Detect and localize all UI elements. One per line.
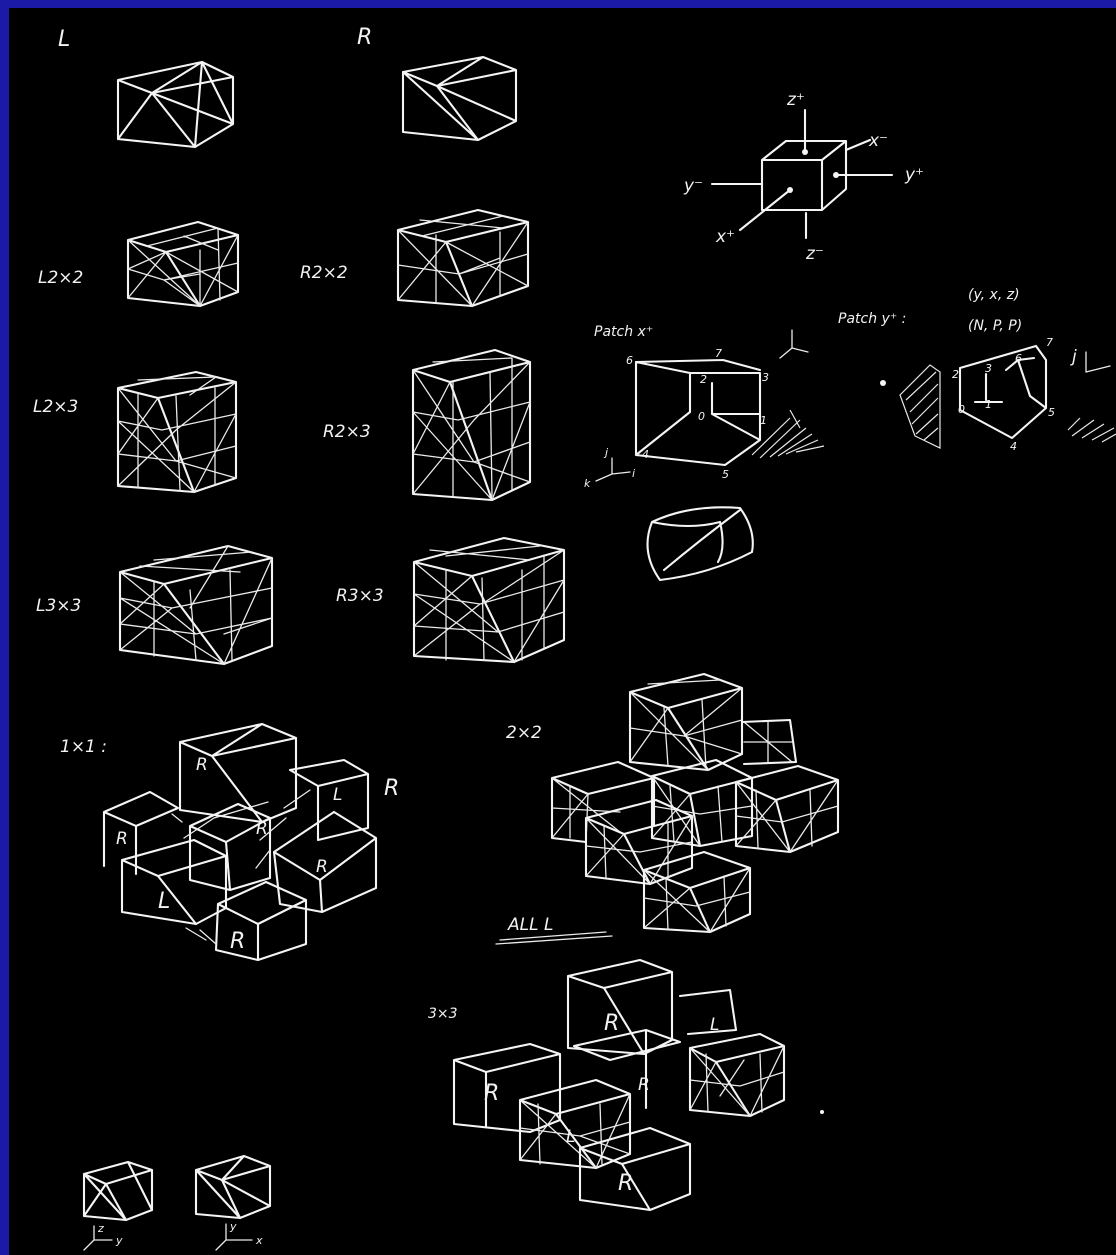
patch-x-node-2: 2 bbox=[700, 373, 707, 386]
label-3x3: 3×3 bbox=[428, 1006, 458, 1022]
label-2x2: 2×2 bbox=[506, 723, 542, 743]
patch-y-coords: (y, x, z) bbox=[968, 287, 1020, 303]
sketch-canvas: L R z⁺ z⁻ x⁻ x⁺ y⁻ y⁺ L2×2 R2×2 L2×3 bbox=[9, 8, 1116, 1255]
cube-r2x2 bbox=[398, 210, 528, 306]
patch-x-node-0: 0 bbox=[698, 410, 705, 423]
patch-y-node-0: 0 bbox=[958, 403, 965, 416]
tag-1x1-r-mid: R bbox=[256, 819, 268, 839]
label-l2x2: L2×2 bbox=[38, 268, 83, 288]
tag-1x1-r-top: R bbox=[196, 755, 208, 775]
label-1x1: 1×1 : bbox=[60, 737, 107, 757]
tag-r-1x1-outer: R bbox=[384, 776, 399, 801]
patch-x-node-1: 1 bbox=[760, 414, 767, 427]
patch-y-node-4: 4 bbox=[1010, 440, 1017, 453]
patch-y-node-2: 2 bbox=[952, 368, 959, 381]
patch-x-node-6: 6 bbox=[626, 354, 633, 367]
axis-y-plus: y⁺ bbox=[904, 165, 924, 185]
tag-1x1-l-bottom: L bbox=[158, 889, 170, 914]
header-right-label: R bbox=[357, 25, 372, 50]
cube-l2x3 bbox=[118, 372, 236, 492]
label-r2x3: R2×3 bbox=[323, 422, 371, 442]
patch-x-node-7: 7 bbox=[715, 347, 722, 360]
patch-y-axis-j: j bbox=[1070, 347, 1077, 367]
cube-l3x3 bbox=[120, 546, 272, 664]
axis-x-plus: x⁺ bbox=[715, 227, 735, 247]
patch-y-node-7: 7 bbox=[1046, 336, 1053, 349]
patch-y-node-5: 5 bbox=[1048, 406, 1055, 419]
label-l3x3: L3×3 bbox=[36, 596, 81, 616]
assembly-2x2 bbox=[552, 674, 838, 932]
tag-3x3-r-left: R bbox=[484, 1081, 499, 1106]
patch-y-signs: (N, P, P) bbox=[968, 318, 1022, 334]
small-left-axis-up: z bbox=[97, 1222, 104, 1235]
axis-y-minus: y⁻ bbox=[683, 176, 703, 196]
cube-r-top bbox=[403, 57, 516, 140]
small-right-axis-up: y bbox=[229, 1220, 237, 1233]
small-right-axis-right: x bbox=[255, 1234, 263, 1247]
patch-x-node-3: 3 bbox=[762, 371, 769, 384]
patch-x-node-5: 5 bbox=[722, 468, 729, 481]
patch-x-title: Patch x⁺ bbox=[594, 324, 653, 340]
axis-z-plus: z⁺ bbox=[786, 90, 805, 110]
patch-y-node-3: 3 bbox=[985, 362, 992, 375]
label-l2x3: L2×3 bbox=[33, 397, 78, 417]
label-r3x3: R3×3 bbox=[336, 586, 384, 606]
patch-x-axis-i: i bbox=[632, 467, 635, 480]
tag-1x1-r-left: R bbox=[116, 829, 128, 849]
small-cube-right: y x bbox=[196, 1156, 270, 1250]
tag-3x3-r-mid: R bbox=[638, 1075, 650, 1095]
patch-y-diagram: 2 3 6 7 0 1 5 4 j bbox=[880, 336, 1116, 453]
patch-y-title: Patch y⁺ : bbox=[838, 311, 906, 327]
tag-3x3-l-right: L bbox=[710, 1015, 719, 1035]
tag-3x3-r-bottom: R bbox=[618, 1171, 633, 1196]
tag-3x3-r-top: R bbox=[604, 1011, 619, 1036]
assembly-3x3: R L R L R R bbox=[454, 960, 784, 1210]
patch-y-node-6: 6 bbox=[1015, 352, 1022, 365]
tag-1x1-r-bottom: R bbox=[230, 929, 245, 954]
patch-x-axis-k: k bbox=[584, 477, 591, 490]
header-left-label: L bbox=[58, 27, 70, 52]
tag-1x1-r-right: R bbox=[316, 857, 328, 877]
patch-x-axis-j: j bbox=[603, 446, 609, 459]
small-cube-left: z y bbox=[84, 1162, 152, 1250]
tag-1x1-l-right: L bbox=[333, 785, 342, 805]
patch-y-node-1: 1 bbox=[985, 398, 992, 411]
stray-dot bbox=[820, 1110, 824, 1114]
patch-x-node-4: 4 bbox=[642, 448, 649, 461]
cube-r2x3 bbox=[413, 350, 530, 500]
label-r2x2: R2×2 bbox=[300, 263, 348, 283]
axis-x-minus: x⁻ bbox=[868, 131, 888, 151]
rounded-cube-sketch bbox=[648, 507, 753, 580]
small-left-axis-right: y bbox=[115, 1234, 123, 1247]
label-all-l: ALL L bbox=[507, 915, 553, 935]
tag-3x3-l-center: L bbox=[566, 1127, 575, 1147]
assembly-1x1: R R L R R L R bbox=[104, 724, 376, 960]
cube-l2x2 bbox=[128, 222, 238, 306]
patch-x-diagram: 6 7 2 3 0 1 4 5 j k i bbox=[584, 330, 824, 490]
orientation-cube: z⁺ z⁻ x⁻ x⁺ y⁻ y⁺ bbox=[683, 90, 924, 264]
cube-l-top bbox=[118, 62, 233, 147]
cube-r3x3 bbox=[414, 538, 564, 662]
axis-z-minus: z⁻ bbox=[805, 244, 824, 264]
